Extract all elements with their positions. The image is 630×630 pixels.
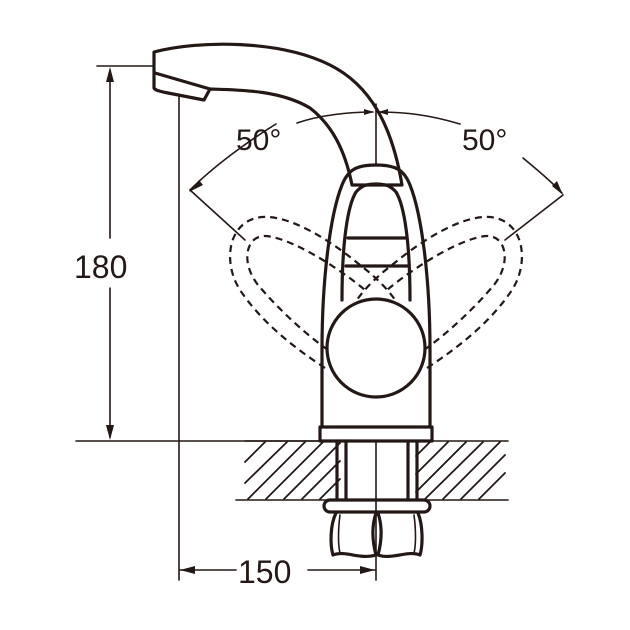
locking-nut [322,498,432,514]
height-arrow-top [106,67,114,82]
handle-knob [325,297,427,399]
height-arrow-bottom [106,425,114,440]
countertop-section-left [235,440,343,501]
angle-arrow-left-center [364,109,374,115]
angle-arrow-left-outer [189,180,203,192]
angle-extension-right [504,194,564,241]
lever-position-left-dashed [228,215,396,369]
reach-arrow-left [180,566,195,574]
lever-position-right-dashed [356,215,524,369]
height-label: 180 [74,249,127,285]
angle-arrow-right-center [378,109,388,115]
angle-arc-left-top [296,111,374,124]
angle-label-left: 50° [236,124,281,157]
angle-extension-left [189,189,246,241]
angle-arrow-right-outer [552,181,563,195]
countertop-section-right [413,440,509,501]
faucet-base-plate [318,425,434,443]
spout [152,42,404,187]
angle-arc-right-top [378,111,461,125]
mounting-shank [335,439,419,502]
lever-window [340,182,412,302]
angle-label-right: 50° [462,124,507,157]
reach-label: 150 [238,554,291,590]
aerator-line [153,71,212,91]
flexible-hoses [329,511,424,559]
faucet-body-outer [320,163,432,429]
reach-arrow-right [360,566,375,574]
